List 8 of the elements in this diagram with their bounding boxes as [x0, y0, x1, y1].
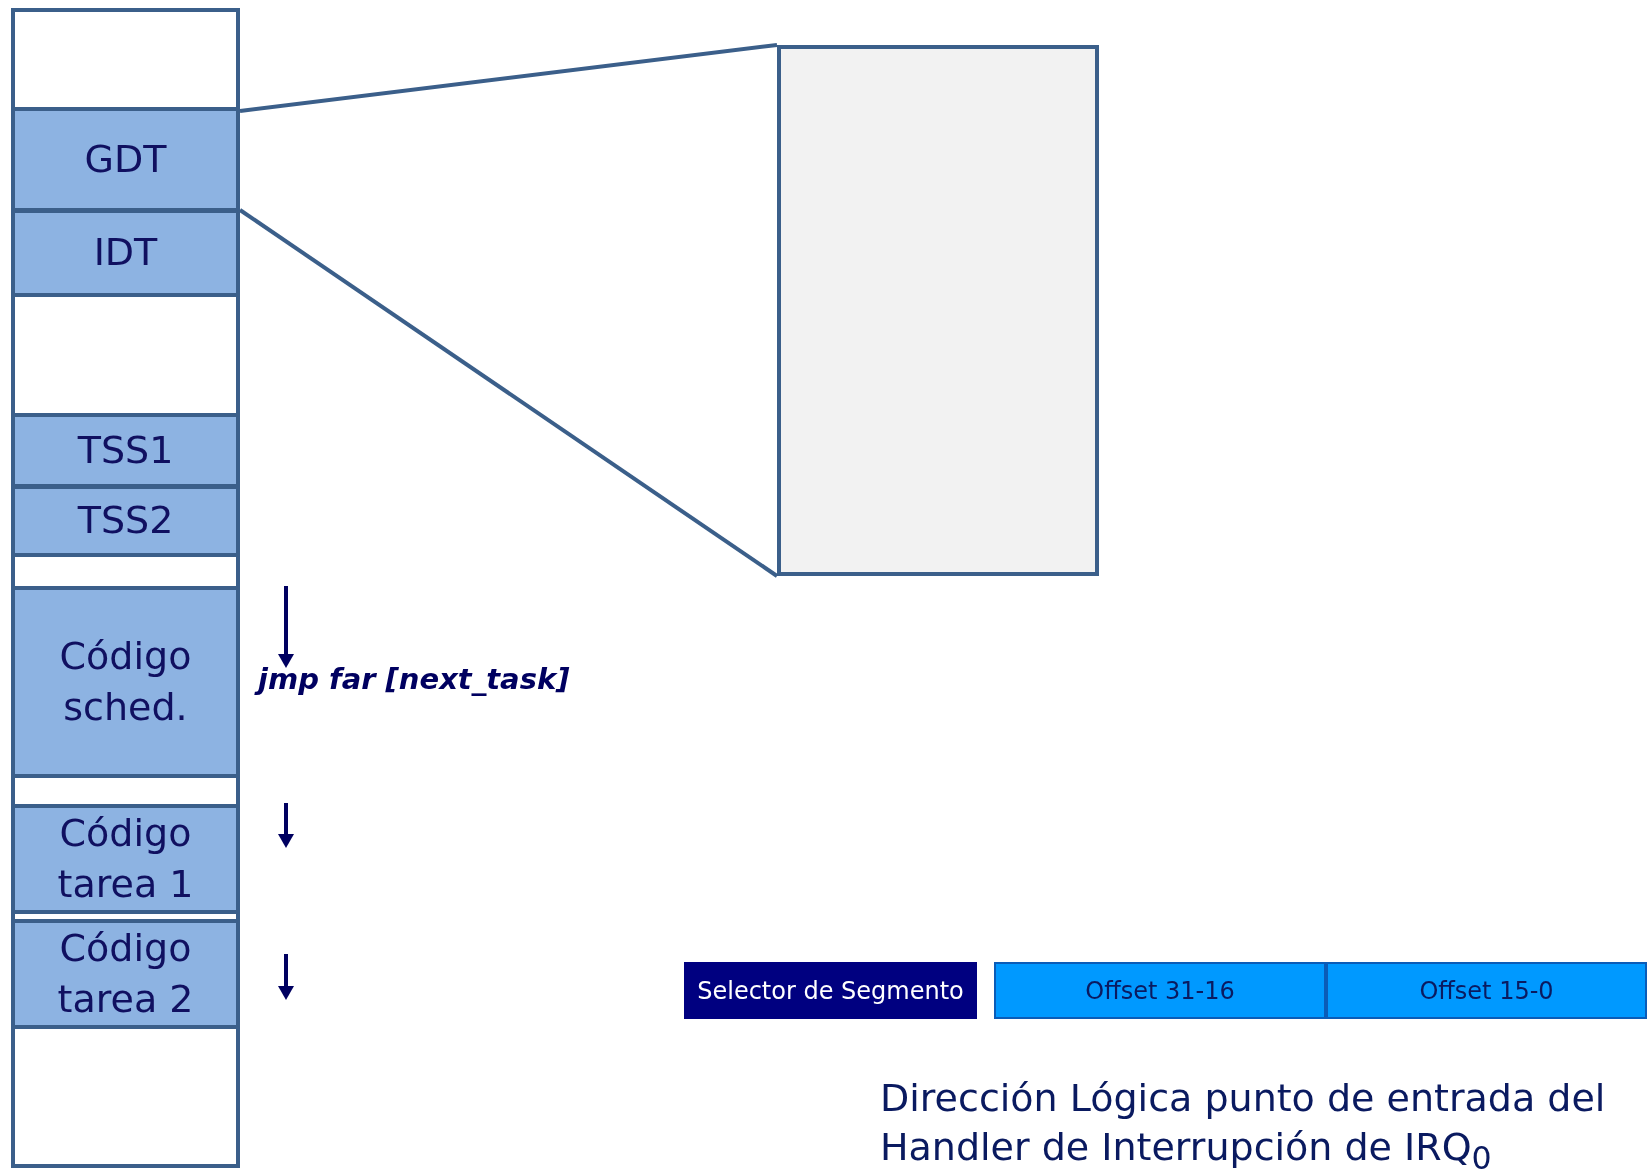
offset-field: Offset 31-16	[994, 962, 1326, 1019]
caption: Dirección Lógica punto de entrada del Handler de Interrupción de IRQ$_{0}$	[880, 1075, 1607, 1171]
offset-field: Offset 15-0	[1326, 962, 1647, 1019]
projection-line	[238, 208, 779, 578]
projection-line	[239, 43, 778, 113]
zoom-box	[777, 45, 1099, 576]
memory-column	[11, 8, 240, 1168]
selector-field: Selector de Segmento	[684, 962, 977, 1019]
